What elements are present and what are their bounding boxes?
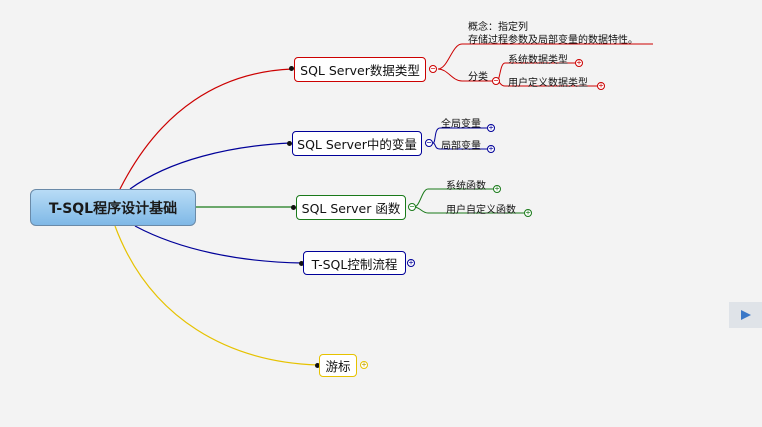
concept-text-line2[interactable]: 存储过程参数及局部变量的数据特性。 [468, 35, 638, 46]
node-functions[interactable]: SQL Server 函数 [296, 195, 406, 220]
play-arrow-icon [740, 310, 751, 320]
collapse-button[interactable]: − [425, 138, 433, 147]
anchor-dot [291, 205, 296, 210]
anchor-dot [315, 363, 320, 368]
expand-button[interactable]: + [524, 208, 532, 217]
root-node[interactable]: T-SQL程序设计基础 [30, 189, 196, 226]
leaf-system-datatype[interactable]: 系统数据类型 [508, 55, 568, 66]
leaf-user-function[interactable]: 用户自定义函数 [446, 205, 516, 216]
concept-text-line1[interactable]: 概念：指定列 [468, 22, 528, 33]
connector-control [134, 225, 303, 264]
expand-button[interactable]: + [360, 360, 368, 369]
leaf-local-variable[interactable]: 局部变量 [441, 141, 481, 152]
underline-local [432, 142, 488, 150]
connector-cursor [114, 225, 319, 366]
connector-datatypes [119, 68, 293, 190]
underline-concept [437, 43, 653, 70]
expand-button[interactable]: + [407, 258, 415, 267]
category-label[interactable]: 分类 [468, 72, 488, 83]
next-page-button[interactable] [729, 302, 762, 328]
expand-button[interactable]: + [597, 81, 605, 90]
leaf-system-function[interactable]: 系统函数 [446, 181, 486, 192]
anchor-dot [289, 66, 294, 71]
node-datatypes[interactable]: SQL Server数据类型 [294, 57, 426, 82]
node-cursor[interactable]: 游标 [319, 354, 357, 377]
anchor-dot [287, 141, 292, 146]
expand-button[interactable]: + [487, 144, 495, 153]
underline-global [432, 127, 488, 144]
expand-button[interactable]: + [493, 184, 501, 193]
node-control-flow[interactable]: T-SQL控制流程 [303, 251, 406, 275]
connector-variables [129, 142, 291, 190]
leaf-user-datatype[interactable]: 用户定义数据类型 [508, 78, 588, 89]
expand-button[interactable]: + [575, 58, 583, 67]
collapse-button[interactable]: − [408, 202, 416, 211]
underline-category [437, 68, 492, 82]
node-variables[interactable]: SQL Server中的变量 [292, 131, 422, 156]
leaf-global-variable[interactable]: 全局变量 [441, 119, 481, 130]
anchor-dot [299, 261, 304, 266]
collapse-button[interactable]: − [429, 64, 437, 73]
expand-button[interactable]: + [487, 123, 495, 132]
collapse-button[interactable]: − [492, 76, 500, 85]
